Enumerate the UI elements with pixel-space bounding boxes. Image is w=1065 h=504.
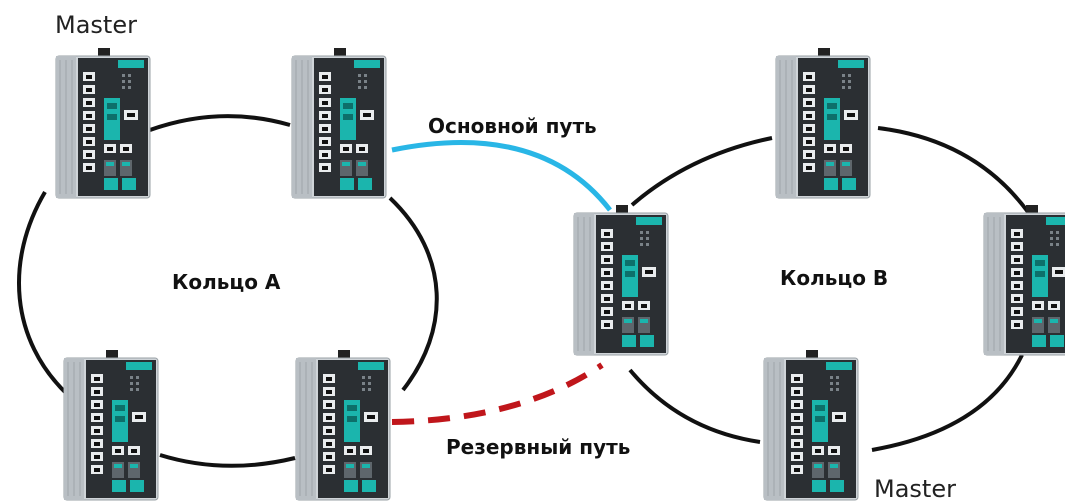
switch-ring-b-master: [763, 349, 859, 501]
ring-b-link-bottom-right: [871, 354, 1024, 452]
switch-ring-a-backup-coupler: [295, 349, 391, 501]
switch-ring-a-primary-coupler: [291, 47, 387, 199]
master-label-bottom: Master: [874, 475, 956, 503]
ring-b-link-bottom-left: [628, 368, 761, 444]
backup-path-label: Резервный путь: [446, 435, 631, 459]
switch-ring-a-bottom-left: [63, 349, 159, 501]
ring-a-link-top: [149, 114, 291, 132]
ring-a-link-right: [388, 196, 439, 392]
primary-path-link: [391, 140, 612, 212]
ring-b-label: Кольцо B: [780, 266, 889, 290]
switch-ring-b-coupler: [573, 204, 669, 356]
switch-ring-b-top: [775, 47, 871, 199]
master-label-top: Master: [55, 11, 137, 39]
switch-ring-a-master: [55, 47, 151, 199]
ring-a-link-left: [17, 190, 70, 397]
ring-b-link-top-left: [630, 136, 773, 207]
switch-ring-b-right: [983, 204, 1065, 356]
primary-path-label: Основной путь: [428, 114, 597, 138]
ring-a-label: Кольцо А: [172, 270, 281, 294]
backup-path-link: [391, 362, 604, 425]
ring-b-link-top-right: [877, 126, 1030, 214]
ring-a-link-bottom: [159, 453, 296, 468]
